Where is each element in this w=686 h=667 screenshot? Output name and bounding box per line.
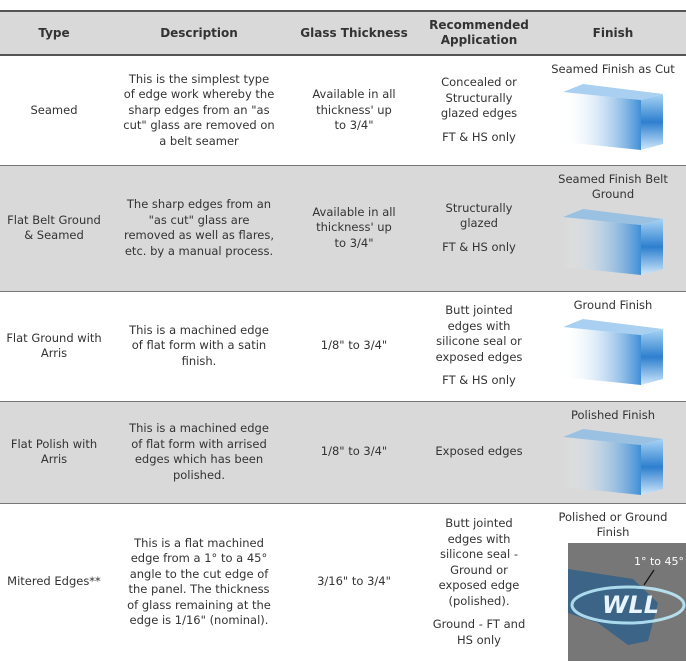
application-cell: Exposed edges	[418, 401, 540, 504]
description-cell: This is the simplest type of edge work w…	[108, 55, 290, 166]
finish-label: Ground Finish	[573, 297, 653, 312]
type-cell: Mitered Edges**	[7, 574, 101, 589]
mitered-edge-image: WLL 1° to 45°	[568, 542, 686, 661]
table-row: Flat Ground with Arris This is a machine…	[0, 291, 686, 402]
edge-finish-image	[544, 319, 682, 391]
finish-cell: Seamed Finish Belt Ground	[540, 165, 686, 292]
thickness-cell: Available in all thickness' up to 3/4"	[290, 55, 418, 166]
description-cell: This is a machined edge of flat form wit…	[108, 401, 290, 504]
application-text: Butt jointed edges with silicone seal - …	[438, 516, 520, 608]
type-cell: Flat Belt Ground & Seamed	[0, 165, 108, 292]
thickness-cell: Available in all thickness' up to 3/4"	[290, 165, 418, 292]
edge-finish-image	[544, 208, 682, 281]
header-thickness: Glass Thickness	[290, 10, 418, 56]
application-note: FT & HS only	[442, 129, 516, 144]
header-application: Recommended Application	[418, 10, 540, 56]
type-cell: Flat Ground with Arris	[0, 291, 108, 402]
application-cell: Structurally glazed FT & HS only	[418, 165, 540, 292]
application-text: Structurally glazed	[445, 200, 513, 231]
description-cell: This is a flat machined edge from a 1° t…	[127, 535, 271, 628]
finish-cell: Polished or Ground Finish WLL 1° to 45°	[540, 503, 686, 661]
angle-label: 1° to 45°	[634, 555, 684, 568]
application-note: FT & HS only	[442, 373, 516, 388]
finish-label: Seamed Finish as Cut	[551, 62, 675, 76]
description-cell: The sharp edges from an "as cut" glass a…	[108, 165, 290, 292]
svg-text:WLL: WLL	[602, 591, 659, 619]
application-cell: Butt jointed edges with silicone seal - …	[418, 503, 540, 661]
edge-finish-table: Type Description Glass Thickness Recomme…	[0, 10, 686, 661]
application-text: Exposed edges	[435, 444, 523, 459]
finish-label: Polished Finish	[571, 407, 655, 422]
application-cell: Butt jointed edges with silicone seal or…	[418, 291, 540, 402]
finish-cell: Ground Finish	[540, 291, 686, 402]
application-note: FT & HS only	[442, 239, 516, 254]
finish-label: Polished or Ground Finish	[558, 509, 668, 540]
application-text: Butt jointed edges with silicone seal or…	[435, 303, 523, 364]
table-row: Mitered Edges** This is a flat machined …	[0, 503, 686, 661]
finish-cell: Seamed Finish as Cut	[540, 55, 686, 166]
type-cell: Flat Polish with Arris	[0, 401, 108, 504]
edge-finish-image	[544, 429, 682, 501]
description-cell: This is a machined edge of flat form wit…	[108, 291, 290, 402]
table-row: Flat Polish with Arris This is a machine…	[0, 401, 686, 504]
type-cell: Seamed	[0, 55, 108, 166]
header-row: Type Description Glass Thickness Recomme…	[0, 10, 686, 56]
thickness-cell: 3/16" to 3/4"	[317, 574, 391, 589]
finish-label: Seamed Finish Belt Ground	[558, 171, 668, 202]
header-description: Description	[108, 10, 290, 56]
application-text: Concealed or Structurally glazed edges	[440, 75, 518, 121]
header-type: Type	[0, 10, 108, 56]
application-note: Ground - FT and HS only	[432, 617, 526, 647]
table-row: Seamed This is the simplest type of edge…	[0, 55, 686, 166]
table-row: Flat Belt Ground & Seamed The sharp edge…	[0, 165, 686, 292]
edge-finish-image	[544, 83, 682, 156]
thickness-cell: 1/8" to 3/4"	[290, 401, 418, 504]
finish-cell: Polished Finish	[540, 401, 686, 504]
thickness-cell: 1/8" to 3/4"	[290, 291, 418, 402]
header-finish: Finish	[540, 10, 686, 56]
